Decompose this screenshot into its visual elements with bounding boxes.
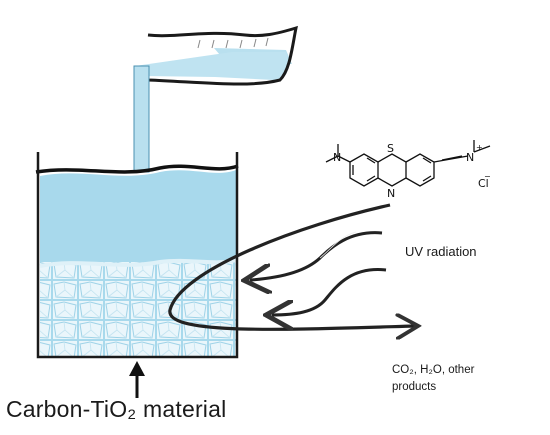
atom-s: S: [387, 142, 394, 155]
atom-n-left: N: [333, 151, 341, 164]
product-arrow: [168, 203, 415, 329]
molecule-atom-labels: S N N N + Cl −: [333, 142, 491, 200]
methylene-blue-structure: [325, 140, 491, 187]
beaker-icon: [35, 152, 239, 359]
material-label: Carbon-TiO₂ material: [6, 396, 227, 422]
counter-charge: −: [484, 172, 491, 181]
products-label: CO₂, H₂O, other products: [392, 362, 542, 396]
uv-radiation-label: UV radiation: [405, 244, 477, 259]
up-arrow-icon: [129, 361, 145, 398]
wavy-arrow-icon: [250, 231, 387, 315]
atom-n-plus: N: [466, 151, 474, 164]
counter-ion: Cl: [478, 177, 489, 190]
products-label-line2: products: [392, 381, 437, 393]
flask-icon: [133, 25, 298, 173]
plus-sign: +: [476, 143, 483, 152]
products-label-line1: CO₂, H₂O, other: [392, 364, 475, 376]
atom-n: N: [387, 187, 395, 200]
